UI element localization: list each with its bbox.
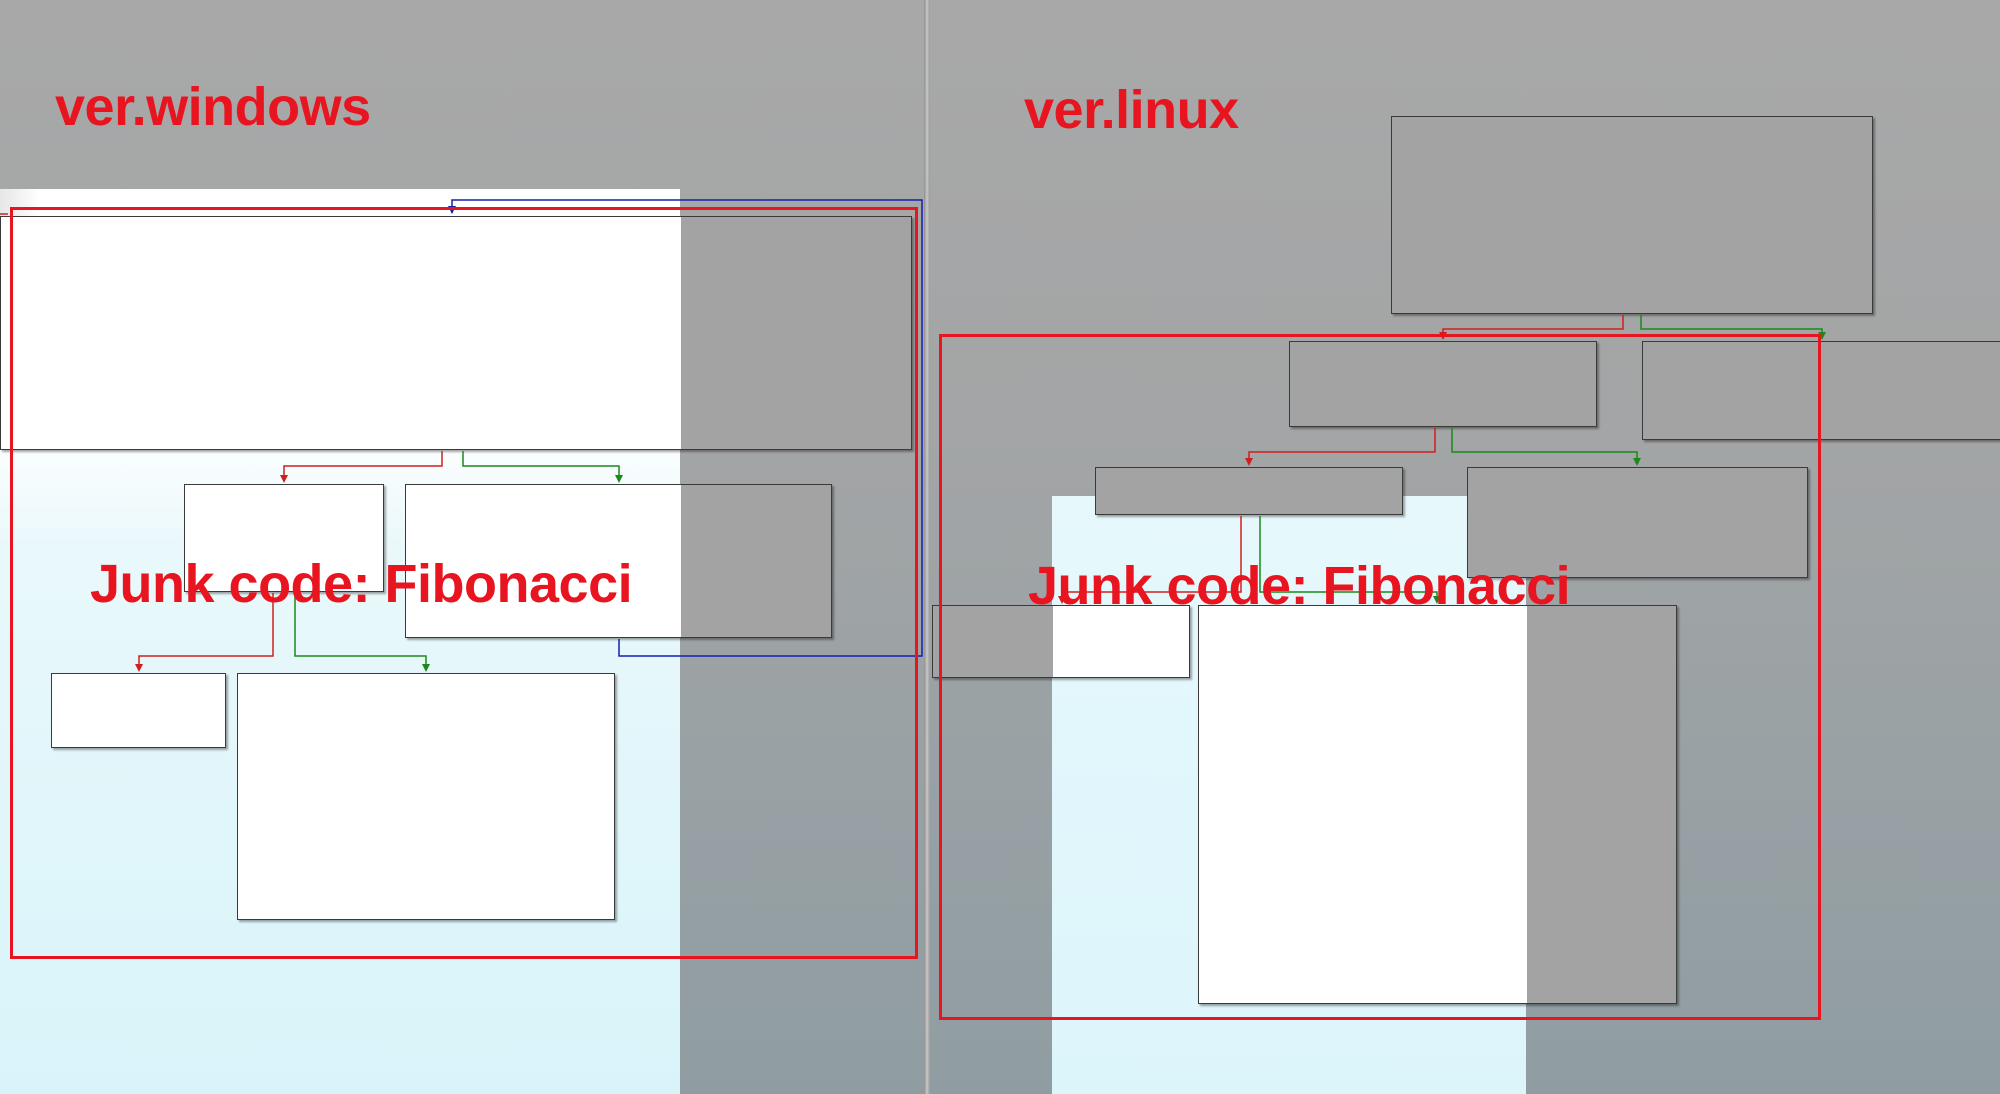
graph-node-condition[interactable] <box>1095 467 1403 515</box>
graph-node-exit-small[interactable] <box>51 673 226 748</box>
junk-code-highlight-windows <box>10 207 918 959</box>
graph-node-entry[interactable] <box>1391 116 1873 314</box>
graph-node-loop-body[interactable] <box>237 673 615 920</box>
graph-node-false-branch[interactable] <box>1289 341 1597 427</box>
annotation-junk-code-linux: Junk code: Fibonacci <box>1028 556 1571 616</box>
graph-node-loop-body[interactable] <box>1198 605 1677 1004</box>
graph-node-false-branch[interactable] <box>184 484 384 592</box>
annotation-linux-title: ver.linux <box>1024 80 1239 140</box>
graph-node-side[interactable] <box>1467 467 1808 578</box>
graph-node-exit-small[interactable] <box>932 605 1190 678</box>
graph-node-true-branch[interactable] <box>1642 341 2000 440</box>
annotation-windows-title: ver.windows <box>55 77 371 137</box>
annotation-junk-code-windows: Junk code: Fibonacci <box>90 554 633 614</box>
junk-code-highlight-linux <box>939 334 1821 1020</box>
pane-splitter[interactable] <box>924 0 930 1094</box>
